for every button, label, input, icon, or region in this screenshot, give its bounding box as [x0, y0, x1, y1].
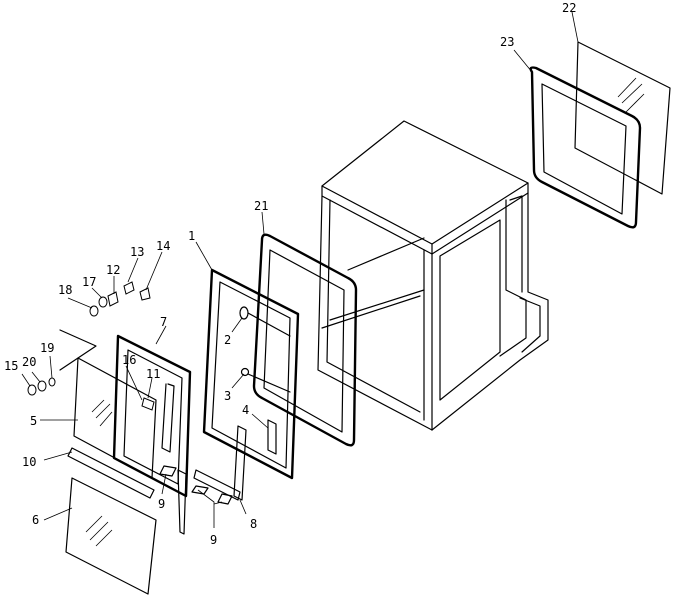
part-15 [27, 384, 37, 396]
callout-21: 21 [254, 199, 268, 213]
callout-9b: 9 [210, 533, 217, 547]
part-11 [141, 397, 155, 411]
callout-11: 11 [146, 367, 160, 381]
callout-10: 10 [22, 455, 36, 469]
part-17 [98, 296, 108, 308]
front-weatherstrip-21 [252, 233, 358, 447]
callout-3: 3 [224, 389, 231, 403]
callouts: 1 2 3 4 5 6 7 8 9 9 10 11 12 13 14 15 16… [4, 1, 576, 547]
rear-glass-22 [574, 41, 671, 195]
part-19 [48, 377, 56, 387]
small-hardware [27, 281, 155, 411]
callout-5: 5 [30, 414, 37, 428]
part-14 [139, 287, 151, 301]
frame-hardware [239, 306, 291, 455]
callout-6: 6 [32, 513, 39, 527]
callout-4: 4 [242, 403, 249, 417]
callout-1: 1 [188, 229, 195, 243]
callout-22: 22 [562, 1, 576, 15]
callout-23: 23 [500, 35, 514, 49]
slot-4 [267, 419, 277, 455]
rear-weatherstrip-23 [529, 66, 642, 229]
leader-lines [21, 11, 579, 528]
part-18 [89, 305, 99, 317]
callout-9a: 9 [158, 497, 165, 511]
callout-8: 8 [250, 517, 257, 531]
latch-2 [239, 306, 249, 320]
sliding-glass-5 [73, 357, 157, 479]
rail-8 [193, 425, 247, 501]
callout-13: 13 [130, 245, 144, 259]
callout-2: 2 [224, 333, 231, 347]
callout-7: 7 [160, 315, 167, 329]
part-12 [107, 291, 119, 307]
callout-15: 15 [4, 359, 18, 373]
lower-glass-6 [65, 477, 157, 595]
cab-body [317, 120, 549, 431]
bottom-rail-10 [67, 447, 155, 499]
door-frame-7 [112, 334, 192, 535]
callout-12: 12 [106, 263, 120, 277]
latch-3 [240, 367, 250, 377]
callout-16: 16 [122, 353, 136, 367]
part-13 [123, 281, 135, 295]
callout-20: 20 [22, 355, 36, 369]
callout-14: 14 [156, 239, 170, 253]
callout-18: 18 [58, 283, 72, 297]
callout-17: 17 [82, 275, 96, 289]
part-20 [37, 380, 47, 392]
window-frame-1 [202, 268, 300, 480]
callout-19: 19 [40, 341, 54, 355]
